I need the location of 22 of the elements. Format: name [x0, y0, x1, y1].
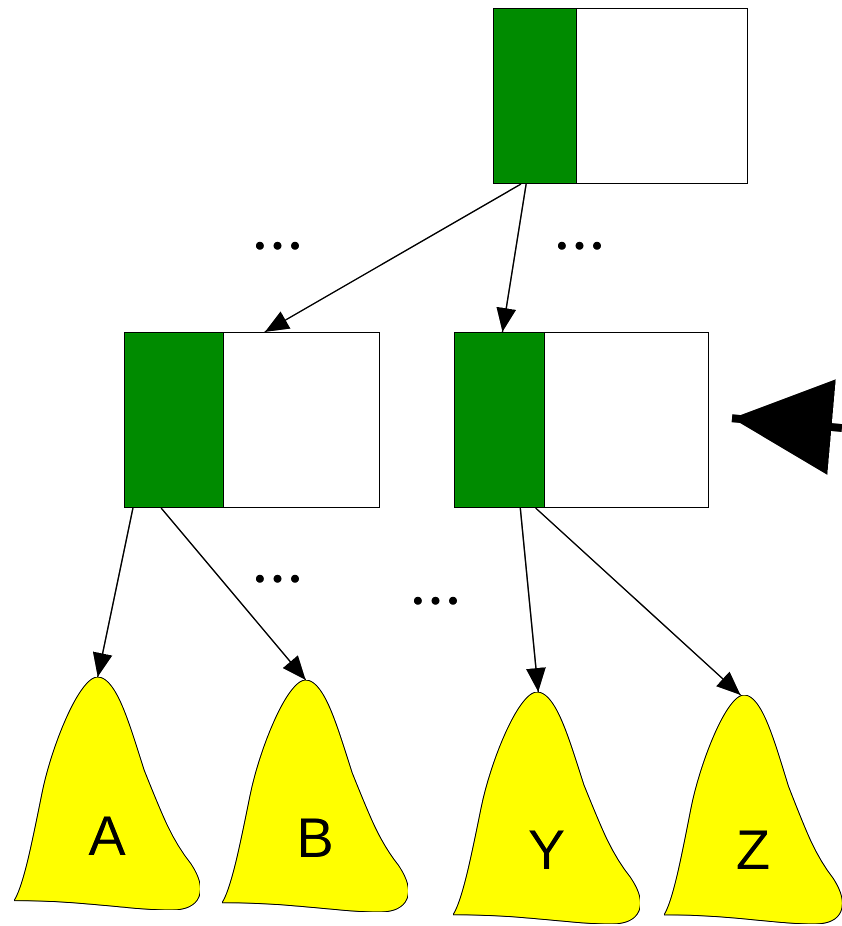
arrow: [535, 507, 742, 696]
ellipsis: • • •: [255, 232, 300, 260]
arrow: [160, 508, 306, 680]
pointer-arrow: [732, 379, 842, 475]
arrow: [496, 184, 527, 332]
subtree-shape: [14, 677, 200, 910]
subtree-label: B: [296, 810, 334, 866]
arrow: [520, 508, 546, 692]
subtree-label: Z: [736, 822, 770, 878]
ellipsis: • • •: [413, 587, 458, 615]
record-box: [124, 332, 380, 508]
arrow: [92, 508, 134, 678]
record-box: [493, 8, 748, 184]
ellipsis: • • •: [557, 232, 602, 260]
subtree-label: Y: [528, 822, 566, 878]
record-box: [454, 332, 709, 508]
subtree-label: A: [88, 808, 126, 864]
subtree-shape: [222, 680, 408, 912]
subtree-shape: [453, 692, 640, 924]
subtree-shape: [664, 695, 842, 924]
arrow: [264, 183, 522, 333]
ellipsis: • • •: [255, 565, 300, 593]
